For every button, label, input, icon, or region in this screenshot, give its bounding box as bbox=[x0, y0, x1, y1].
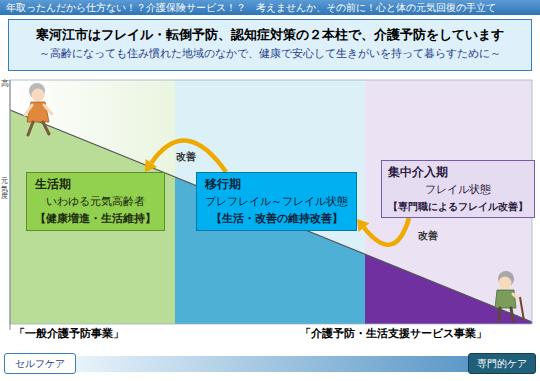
elderly-man bbox=[495, 271, 524, 321]
node-heading: セルフケア bbox=[15, 357, 65, 370]
program-label: 「一般介護予防事業」 bbox=[14, 327, 124, 341]
period-panel bbox=[10, 80, 175, 324]
axis-label: 元気度 bbox=[1, 178, 8, 201]
node-heading: 集中介入期 bbox=[388, 165, 528, 180]
node-text: フレイル状態 bbox=[388, 183, 528, 197]
period-panel bbox=[175, 80, 365, 324]
axis-high: 高 bbox=[1, 80, 9, 88]
program-label: 「介護予防・生活支援サービス事業」 bbox=[300, 327, 487, 341]
arrow-head bbox=[145, 159, 157, 172]
subtitle-text: ～高齢になっても住み慣れた地域のなかで、健康で安心して生きがいを持って暮らすため… bbox=[9, 47, 531, 61]
axis-line bbox=[10, 80, 11, 330]
node-text: いわゆる元気高齢者 bbox=[35, 195, 156, 209]
node-text: 【専門職によるフレイル改善】 bbox=[388, 200, 528, 213]
period-box: 集中介入期フレイル状態【専門職によるフレイル改善】 bbox=[381, 160, 535, 218]
arrow-line bbox=[364, 218, 409, 245]
period-panel bbox=[365, 80, 532, 324]
arrow-line bbox=[151, 141, 226, 172]
arrow-head bbox=[357, 219, 369, 232]
node-text: 【健康増進・生活維持】 bbox=[35, 212, 156, 226]
title-box: 寒河江市はフレイル・転倒予防、認知症対策の２本柱で、介護予防をしています ～高齢に… bbox=[8, 19, 532, 71]
edge-label-wrap: 改善 bbox=[418, 230, 438, 242]
banner-text: 年取ったんだから仕方ない！？介護保険サービス！？ 考えませんか、その前に！心と体… bbox=[0, 0, 540, 15]
improvement-arrow bbox=[145, 141, 226, 172]
elderly-woman bbox=[25, 83, 52, 135]
care-box: 専門的ケア bbox=[468, 353, 536, 374]
edge-label: 改善 bbox=[176, 151, 196, 163]
care-box: セルフケア bbox=[4, 353, 76, 374]
edge-label: 改善 bbox=[418, 230, 438, 242]
period-box: 移行期プレフレイル～フレイル状態【生活・改善の維持改善】 bbox=[196, 172, 357, 231]
title-text: 寒河江市はフレイル・転倒予防、認知症対策の２本柱で、介護予防をしています bbox=[9, 26, 531, 43]
node-heading: 専門的ケア bbox=[477, 357, 527, 370]
node-text: 【生活・改善の維持改善】 bbox=[205, 212, 348, 226]
axis-label: 高 bbox=[1, 80, 9, 88]
node-text: プレフレイル～フレイル状態 bbox=[205, 195, 348, 209]
panel-frame bbox=[10, 80, 532, 324]
node-heading: 移行期 bbox=[205, 177, 348, 192]
axis-name: 元気度 bbox=[1, 178, 8, 201]
program-name: 「介護予防・生活支援サービス事業」 bbox=[300, 327, 487, 341]
node-heading: 生活期 bbox=[35, 177, 156, 192]
care-gradient-bar bbox=[70, 356, 474, 372]
health-area bbox=[10, 110, 175, 324]
edge-label-wrap: 改善 bbox=[176, 151, 196, 163]
program-name: 「一般介護予防事業」 bbox=[14, 327, 124, 341]
period-box: 生活期いわゆる元気高齢者【健康増進・生活維持】 bbox=[26, 172, 165, 231]
improvement-arrow bbox=[357, 218, 409, 245]
header-banner: 年取ったんだから仕方ない！？介護保険サービス！？ 考えませんか、その前に！心と体… bbox=[0, 0, 540, 15]
